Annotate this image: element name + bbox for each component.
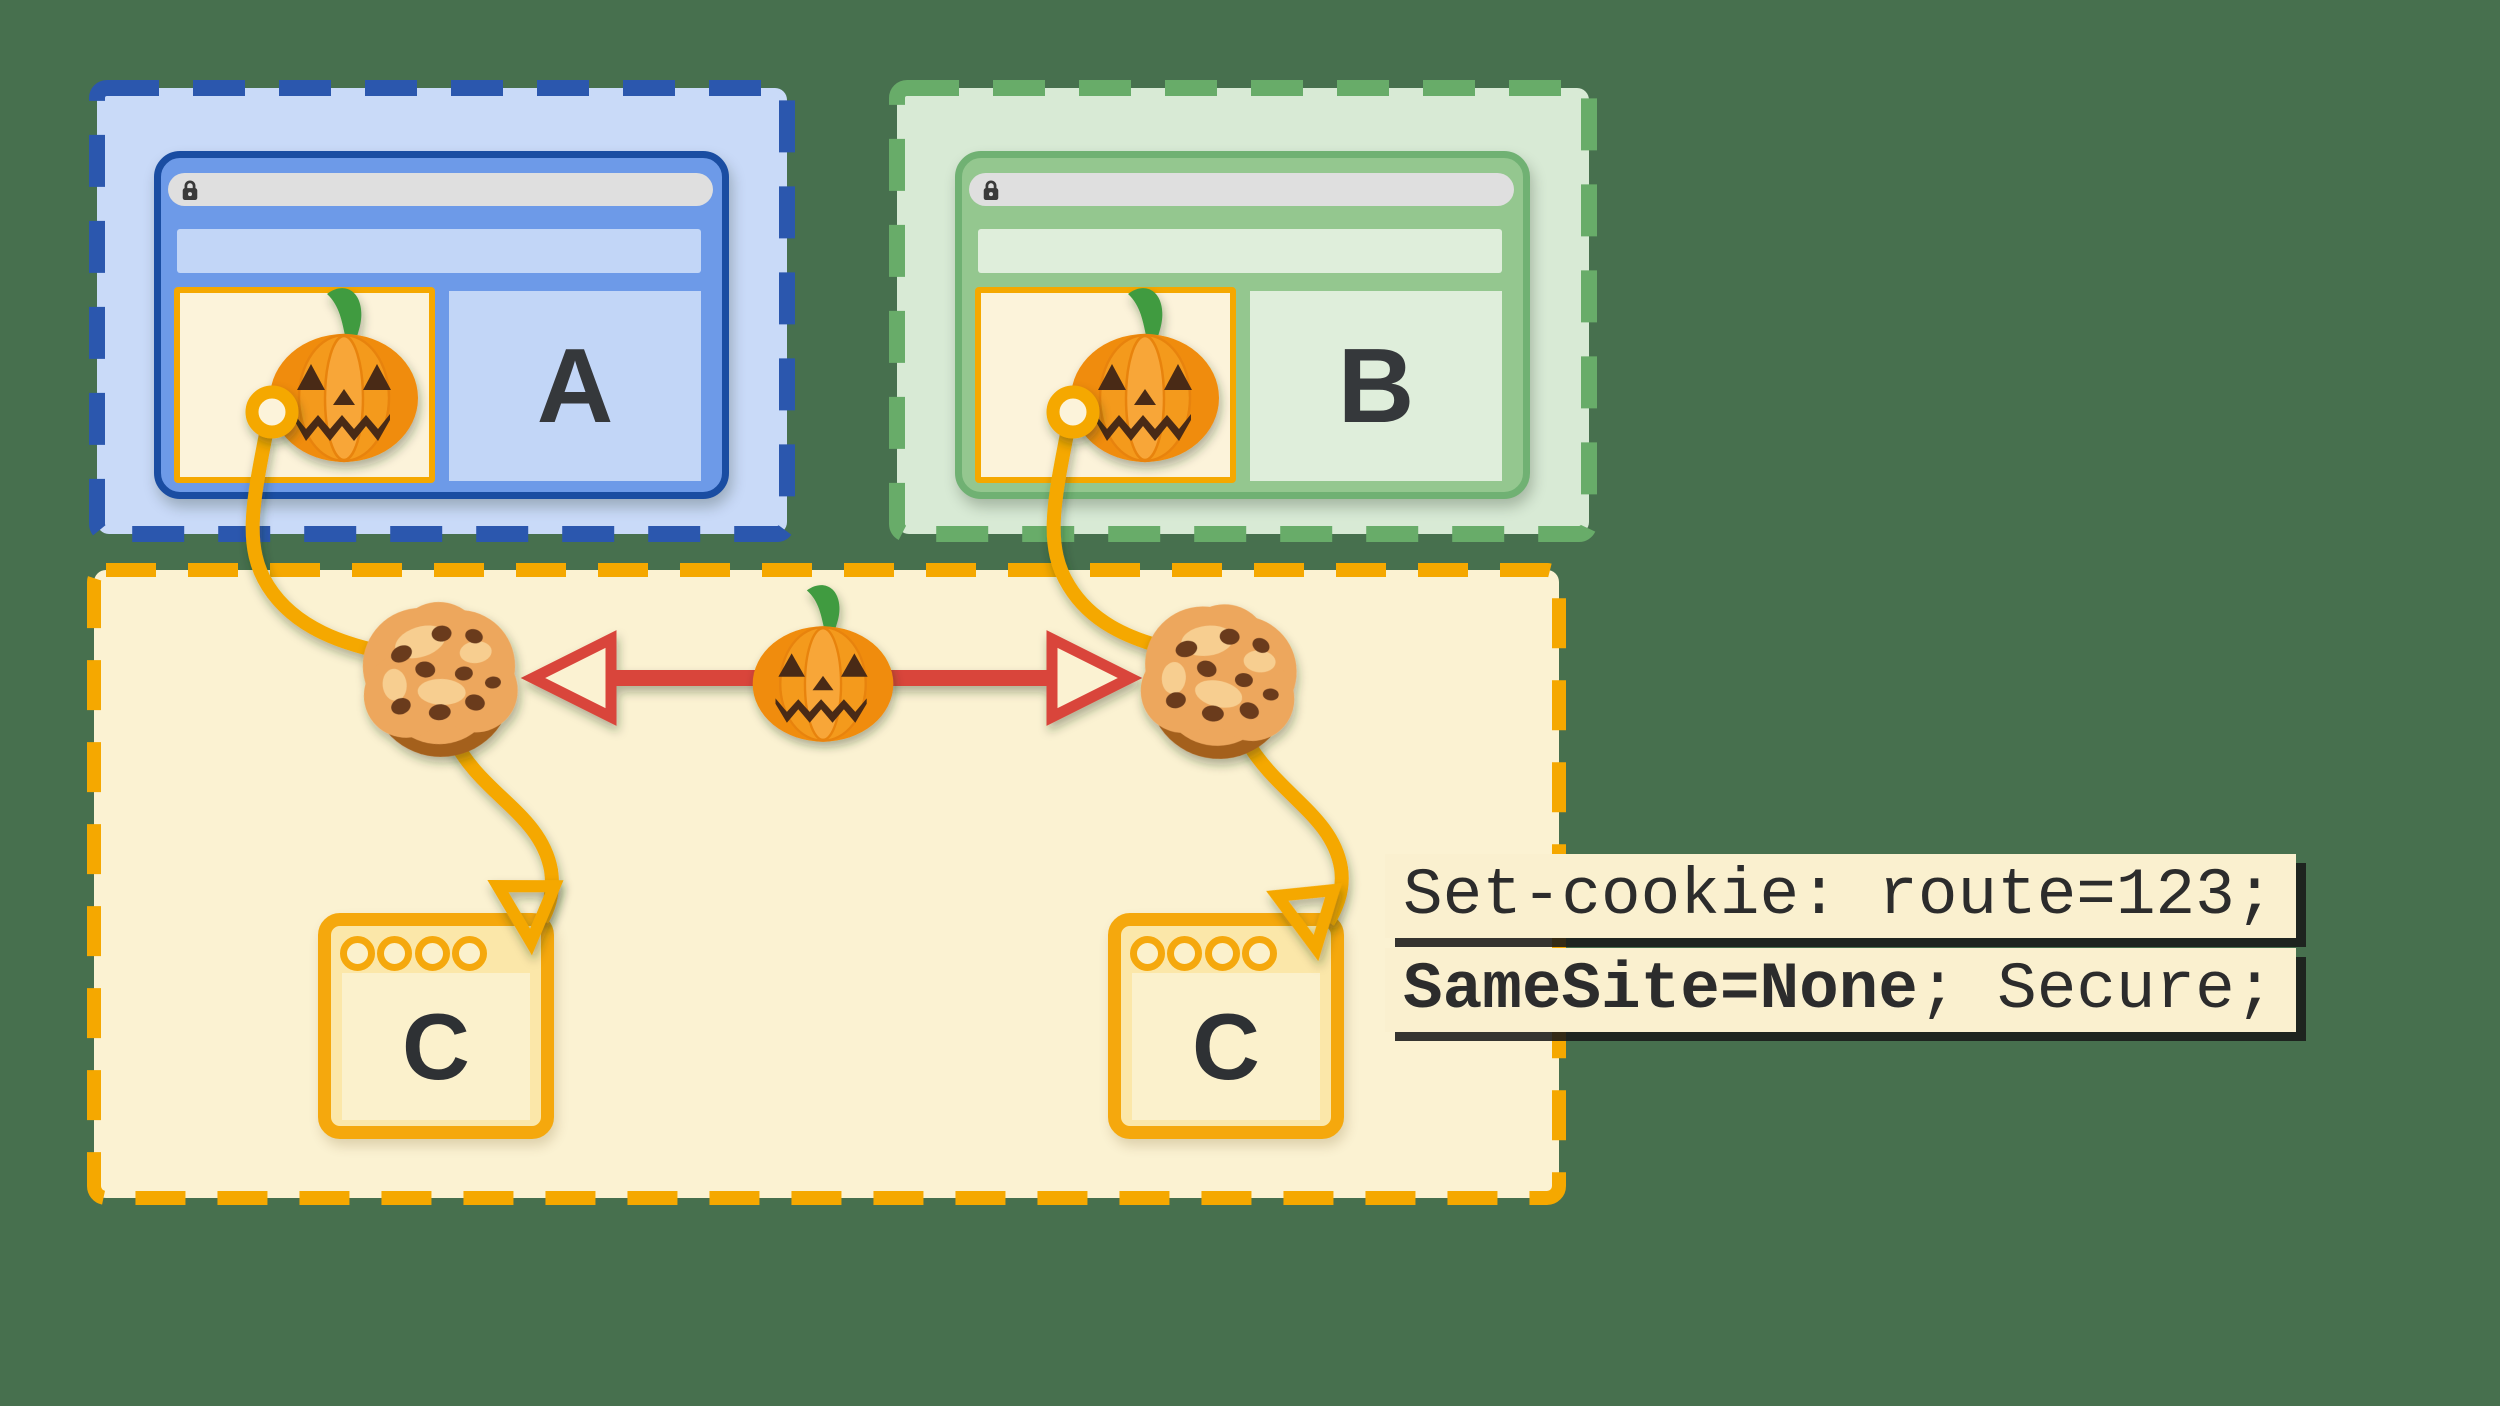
third-party-window-left: C: [318, 913, 554, 1139]
set-cookie-header-line-1: Set-cookie: route=123;: [1385, 854, 2296, 938]
set-cookie-header-line-2: SameSite=None; Secure;: [1385, 948, 2296, 1032]
set-cookie-text: Set-cookie: route=123;: [1403, 858, 2275, 933]
page-content-strip-a: [177, 229, 701, 273]
third-party-window-right: C: [1108, 913, 1344, 1139]
third-party-label-right: C: [1192, 993, 1260, 1099]
embedded-iframe-a: [174, 287, 435, 483]
embedded-iframe-b: [975, 287, 1236, 483]
browser-window-b: B: [955, 151, 1530, 499]
window-dot: [340, 936, 375, 971]
window-dot: [415, 936, 450, 971]
window-dot: [377, 936, 412, 971]
lock-icon: [182, 179, 198, 200]
samesite-none-text: SameSite=None: [1403, 952, 1918, 1027]
page-content-strip-b: [978, 229, 1502, 273]
third-party-window-left-content: C: [342, 973, 530, 1120]
window-dot: [452, 936, 487, 971]
site-a-label: A: [536, 327, 614, 445]
url-bar-a[interactable]: [168, 173, 713, 206]
lock-icon: [983, 179, 999, 200]
secure-text: ; Secure;: [1917, 952, 2275, 1027]
third-party-window-right-content: C: [1132, 973, 1320, 1120]
window-dot: [1205, 936, 1240, 971]
url-bar-b[interactable]: [969, 173, 1514, 206]
window-dot: [1167, 936, 1202, 971]
third-party-label-left: C: [402, 993, 470, 1099]
site-a-panel: A: [449, 291, 701, 481]
window-dot: [1130, 936, 1165, 971]
site-b-label: B: [1337, 327, 1415, 445]
site-b-panel: B: [1250, 291, 1502, 481]
browser-window-a: A: [154, 151, 729, 499]
window-dot: [1242, 936, 1277, 971]
